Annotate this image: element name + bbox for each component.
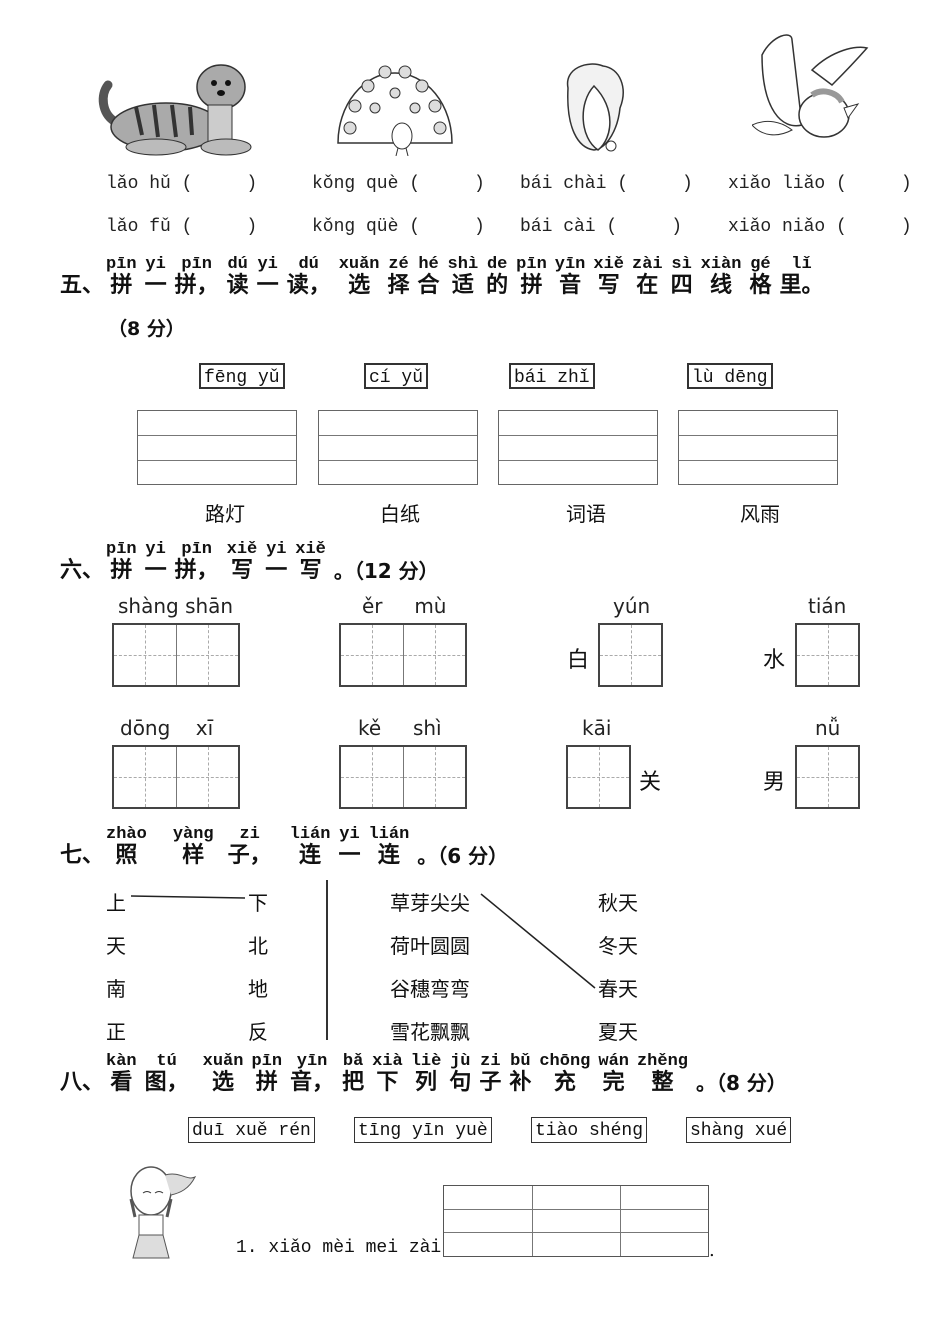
four-line-grid-4[interactable] — [678, 410, 838, 485]
option-xiao-niao: xiǎo niǎo ( ) — [728, 217, 912, 237]
word-ciyu: 词语 — [566, 502, 606, 526]
pinyin-box-ting-yin-yue: tīng yīn yuè — [354, 1117, 492, 1143]
tianzi-grid-kai[interactable] — [566, 745, 631, 809]
match-item[interactable]: 反 — [248, 1020, 268, 1044]
match-item[interactable]: 北 — [248, 934, 268, 958]
word-fengyu: 风雨 — [740, 502, 780, 526]
match-item[interactable]: 冬天 — [598, 934, 638, 958]
tianzi-grid-nu[interactable] — [795, 745, 860, 809]
sentence-1-prompt: 1. xiǎo mèi mei zài — [236, 1238, 442, 1258]
match-item[interactable]: 春天 — [598, 977, 638, 1001]
match-item[interactable]: 上 — [106, 891, 126, 915]
pinyin-box-feng-yu: fēng yǔ — [199, 363, 285, 389]
sentence-1-period: . — [709, 1240, 715, 1261]
pinyin-kai: kāi — [582, 716, 612, 740]
pinyin-er-mu: ěr mù — [362, 594, 447, 618]
sentence-1-answer-grid[interactable] — [443, 1185, 709, 1257]
section5-score: （8 分） — [108, 318, 185, 340]
word-baizhi: 白纸 — [380, 502, 420, 526]
pinyin-nu: nǚ — [815, 716, 841, 740]
option-kong-que-2: kǒng qüè ( ) — [312, 217, 485, 237]
option-lao-hu: lǎo hǔ ( ) — [106, 174, 258, 194]
pinyin-shang-shan: shàng shān — [118, 594, 234, 618]
tianzi-grid-shang-shan[interactable] — [112, 623, 240, 687]
column-divider — [326, 880, 328, 1040]
char-nan: 男 — [763, 770, 786, 795]
pinyin-box-lu-deng: lù dēng — [687, 363, 773, 389]
section7-score: 。（6 分） — [417, 844, 509, 868]
four-line-grid-2[interactable] — [318, 410, 478, 485]
match-item[interactable]: 南 — [106, 977, 126, 1001]
peacock-illustration — [330, 48, 460, 157]
tianzi-grid-yun[interactable] — [598, 623, 663, 687]
match-item[interactable]: 谷穗弯弯 — [390, 977, 470, 1001]
char-shui: 水 — [763, 648, 786, 673]
pinyin-dong-xi: dōng xī — [120, 716, 214, 740]
match-item[interactable]: 正 — [106, 1020, 126, 1044]
section-number: 五、 — [60, 273, 105, 298]
cabbage-illustration — [558, 58, 630, 156]
match-item[interactable]: 地 — [248, 977, 268, 1001]
pinyin-ke-shi: kě shì — [358, 716, 442, 740]
match-item[interactable]: 下 — [248, 891, 268, 915]
pinyin-box-tiao-sheng: tiào shéng — [531, 1117, 648, 1143]
match-item[interactable]: 草芽尖尖 — [390, 891, 470, 915]
pinyin-yun: yún — [613, 594, 651, 618]
girl-listening-music-illustration — [125, 1163, 197, 1261]
char-bai: 白 — [567, 648, 590, 673]
match-left-col-b: 下 北 地 反 — [248, 882, 268, 1054]
tiger-illustration — [96, 55, 258, 157]
option-kong-que: kǒng què ( ) — [312, 174, 485, 194]
four-line-grid-1[interactable] — [137, 410, 297, 485]
tianzi-grid-er-mu[interactable] — [339, 623, 467, 687]
match-right-col-b: 秋天 冬天 春天 夏天 — [598, 882, 638, 1054]
tianzi-grid-dong-xi[interactable] — [112, 745, 240, 809]
match-item[interactable]: 雪花飘飘 — [390, 1020, 470, 1044]
section6-score: 。（12 分） — [333, 559, 439, 583]
match-item[interactable]: 荷叶圆圆 — [390, 934, 470, 958]
pinyin-box-dui-xue-ren: duī xuě rén — [188, 1117, 315, 1143]
bird-illustration — [751, 30, 870, 155]
match-item[interactable]: 天 — [106, 934, 126, 958]
option-lao-fu: lǎo fǔ ( ) — [106, 217, 258, 237]
match-left-col-a: 上 天 南 正 — [106, 882, 126, 1054]
word-ludeng: 路灯 — [205, 502, 245, 526]
match-item[interactable]: 秋天 — [598, 891, 638, 915]
pinyin-box-ci-yu: cí yǔ — [364, 363, 429, 389]
option-xiao-liao: xiǎo liǎo ( ) — [728, 174, 912, 194]
char-guan: 关 — [639, 770, 662, 795]
pinyin-tian: tián — [808, 594, 847, 618]
match-item[interactable]: 夏天 — [598, 1020, 638, 1044]
section8-score: 。（8 分） — [696, 1071, 787, 1095]
four-line-grid-3[interactable] — [498, 410, 658, 485]
tianzi-grid-tian[interactable] — [795, 623, 860, 687]
option-bai-chai: bái chài ( ) — [520, 174, 693, 194]
pinyin-box-bai-zhi: bái zhǐ — [509, 363, 595, 389]
pinyin-box-shang-xue: shàng xué — [686, 1117, 792, 1143]
tianzi-grid-ke-shi[interactable] — [339, 745, 467, 809]
option-bai-cai: bái cài ( ) — [520, 217, 683, 237]
match-right-col-a: 草芽尖尖 荷叶圆圆 谷穗弯弯 雪花飘飘 — [390, 882, 470, 1054]
